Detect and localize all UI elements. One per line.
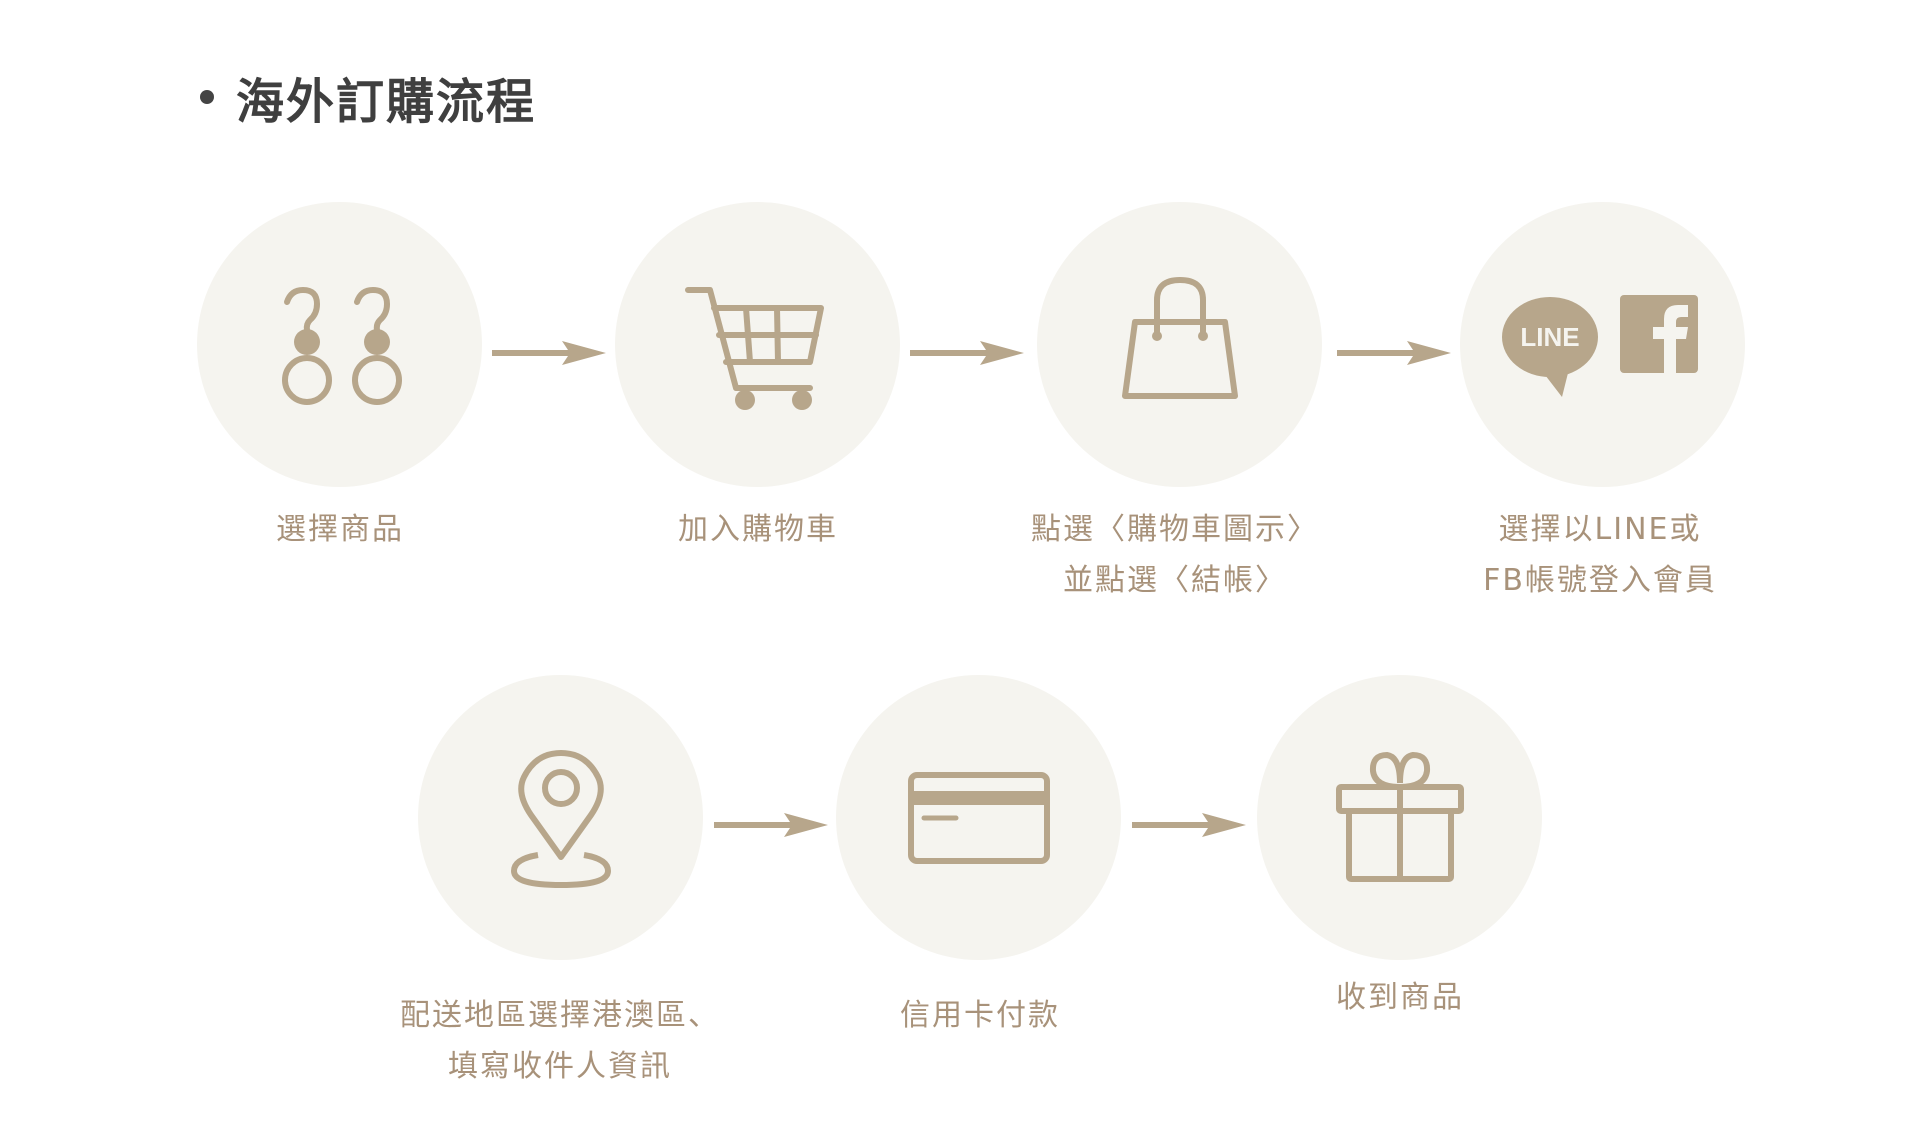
step-4-label: 選擇以LINE或 FB帳號登入會員	[1430, 504, 1770, 606]
arrow-right-icon	[1132, 813, 1246, 837]
line-logo-text: LINE	[1520, 322, 1579, 352]
step-7-circle	[1257, 675, 1542, 960]
step-2-label: 加入購物車	[588, 504, 928, 555]
gift-box-icon	[1335, 751, 1464, 882]
step-2-circle	[615, 202, 900, 487]
step-1-label-line-1: 選擇商品	[276, 512, 404, 547]
arrow-right-icon	[492, 341, 606, 365]
arrow-right-icon	[1337, 341, 1451, 365]
step-3-label-line-1: 點選〈購物車圖示〉	[1031, 512, 1319, 547]
shopping-cart-icon	[684, 286, 824, 410]
step-5-circle	[418, 675, 703, 960]
step-4-label-line-1: 選擇以LINE或	[1498, 512, 1702, 547]
step-1-circle	[197, 202, 482, 487]
earrings-icon	[281, 286, 402, 405]
credit-card-icon	[907, 771, 1050, 864]
location-pin-icon	[510, 749, 611, 888]
section-title: 海外訂購流程	[200, 62, 536, 132]
step-6-label: 信用卡付款	[810, 990, 1150, 1041]
step-5-label-line-2: 填寫收件人資訊	[448, 1049, 672, 1084]
step-3-label: 點選〈購物車圖示〉 並點選〈結帳〉	[1005, 504, 1345, 606]
step-1-label: 選擇商品	[170, 504, 510, 555]
section-title-text: 海外訂購流程	[236, 74, 537, 130]
arrow-right-icon	[910, 341, 1024, 365]
bullet-icon	[200, 90, 214, 104]
step-7-label: 收到商品	[1230, 972, 1570, 1023]
step-5-label-line-1: 配送地區選擇港澳區、	[400, 998, 720, 1033]
line-facebook-icon: LINE	[1501, 294, 1698, 397]
step-3-label-line-2: 並點選〈結帳〉	[1063, 563, 1287, 598]
step-6-circle	[836, 675, 1121, 960]
step-3-circle	[1037, 202, 1322, 487]
step-2-label-line-1: 加入購物車	[678, 512, 838, 547]
step-7-label-line-1: 收到商品	[1336, 980, 1464, 1015]
arrow-right-icon	[714, 813, 828, 837]
step-4-circle: LINE	[1460, 202, 1745, 487]
step-5-label: 配送地區選擇港澳區、 填寫收件人資訊	[390, 990, 730, 1092]
shopping-bag-icon	[1121, 276, 1238, 399]
step-6-label-line-1: 信用卡付款	[900, 998, 1060, 1033]
step-4-label-line-2: FB帳號登入會員	[1483, 563, 1717, 598]
